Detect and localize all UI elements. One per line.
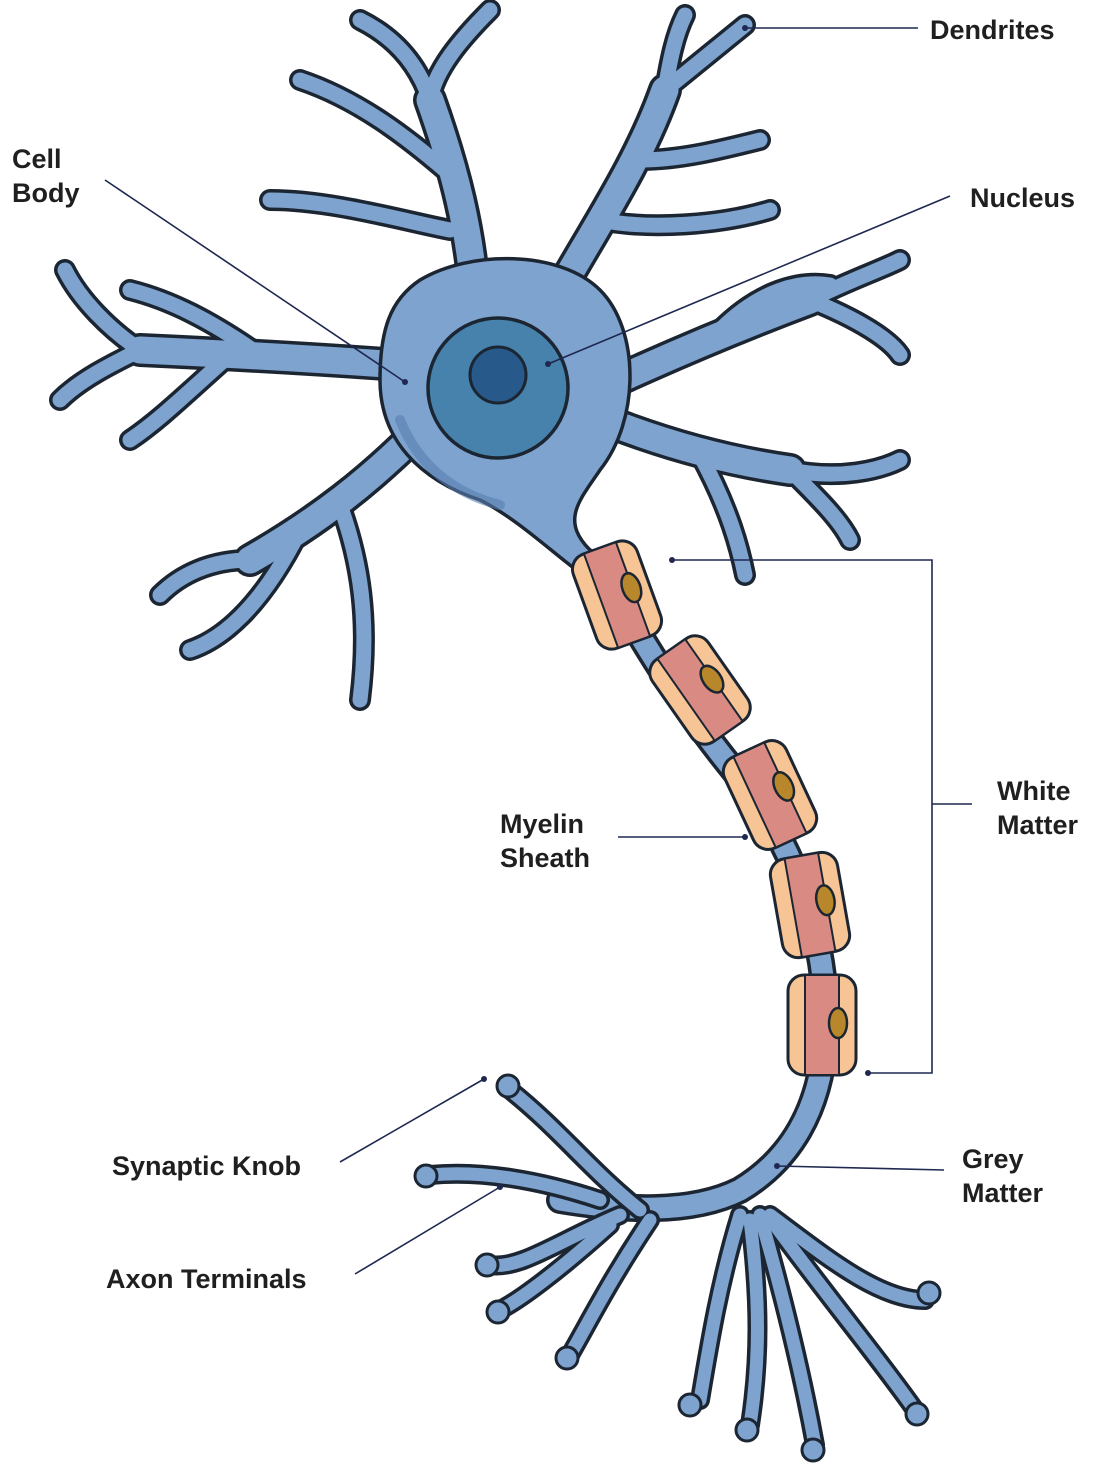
label-cell-body: Cell Body — [12, 142, 80, 210]
synaptic-knob — [906, 1403, 928, 1425]
label-nucleus: Nucleus — [970, 181, 1075, 215]
synaptic-knob — [476, 1254, 498, 1276]
myelin-segment — [568, 536, 666, 653]
leader-dot — [497, 1184, 503, 1190]
leader-dot — [669, 557, 675, 563]
label-white-matter-line2: Matter — [997, 808, 1078, 842]
leader-dot — [742, 834, 748, 840]
synaptic-knob — [487, 1301, 509, 1323]
synaptic-knob — [918, 1282, 940, 1304]
leader-lines — [105, 28, 972, 1274]
label-white-matter-line1: White — [997, 774, 1078, 808]
leader-dot — [545, 361, 551, 367]
label-white-matter: White Matter — [997, 774, 1078, 842]
label-axon-terminals: Axon Terminals — [106, 1262, 307, 1296]
label-myelin-sheath: Myelin Sheath — [500, 807, 590, 875]
grey-matter-leader — [777, 1166, 944, 1170]
label-myelin-line1: Myelin — [500, 807, 590, 841]
axon-terminals — [430, 1090, 925, 1445]
label-grey-matter: Grey Matter — [962, 1142, 1043, 1210]
synaptic-knob — [497, 1075, 519, 1097]
leader-dot — [742, 25, 748, 31]
label-myelin-line2: Sheath — [500, 841, 590, 875]
leader-dot — [402, 379, 408, 385]
synaptic-knob — [802, 1439, 824, 1461]
label-grey-matter-line2: Matter — [962, 1176, 1043, 1210]
leader-dot — [865, 1070, 871, 1076]
label-cell-body-line1: Cell — [12, 142, 80, 176]
myelin-sheath — [568, 536, 856, 1075]
myelin-segment — [788, 975, 856, 1075]
label-synaptic-knob: Synaptic Knob — [112, 1149, 301, 1183]
leader-dot — [774, 1163, 780, 1169]
synaptic-knob-leader — [340, 1079, 484, 1162]
synaptic-knob — [679, 1394, 701, 1416]
synaptic-knob — [736, 1419, 758, 1441]
label-cell-body-line2: Body — [12, 176, 80, 210]
label-grey-matter-line1: Grey — [962, 1142, 1043, 1176]
leader-dot — [481, 1076, 487, 1082]
synaptic-knob — [415, 1165, 437, 1187]
synaptic-knob — [556, 1347, 578, 1369]
myelin-segment — [768, 850, 852, 960]
nucleus — [428, 318, 568, 458]
label-dendrites: Dendrites — [930, 13, 1055, 47]
